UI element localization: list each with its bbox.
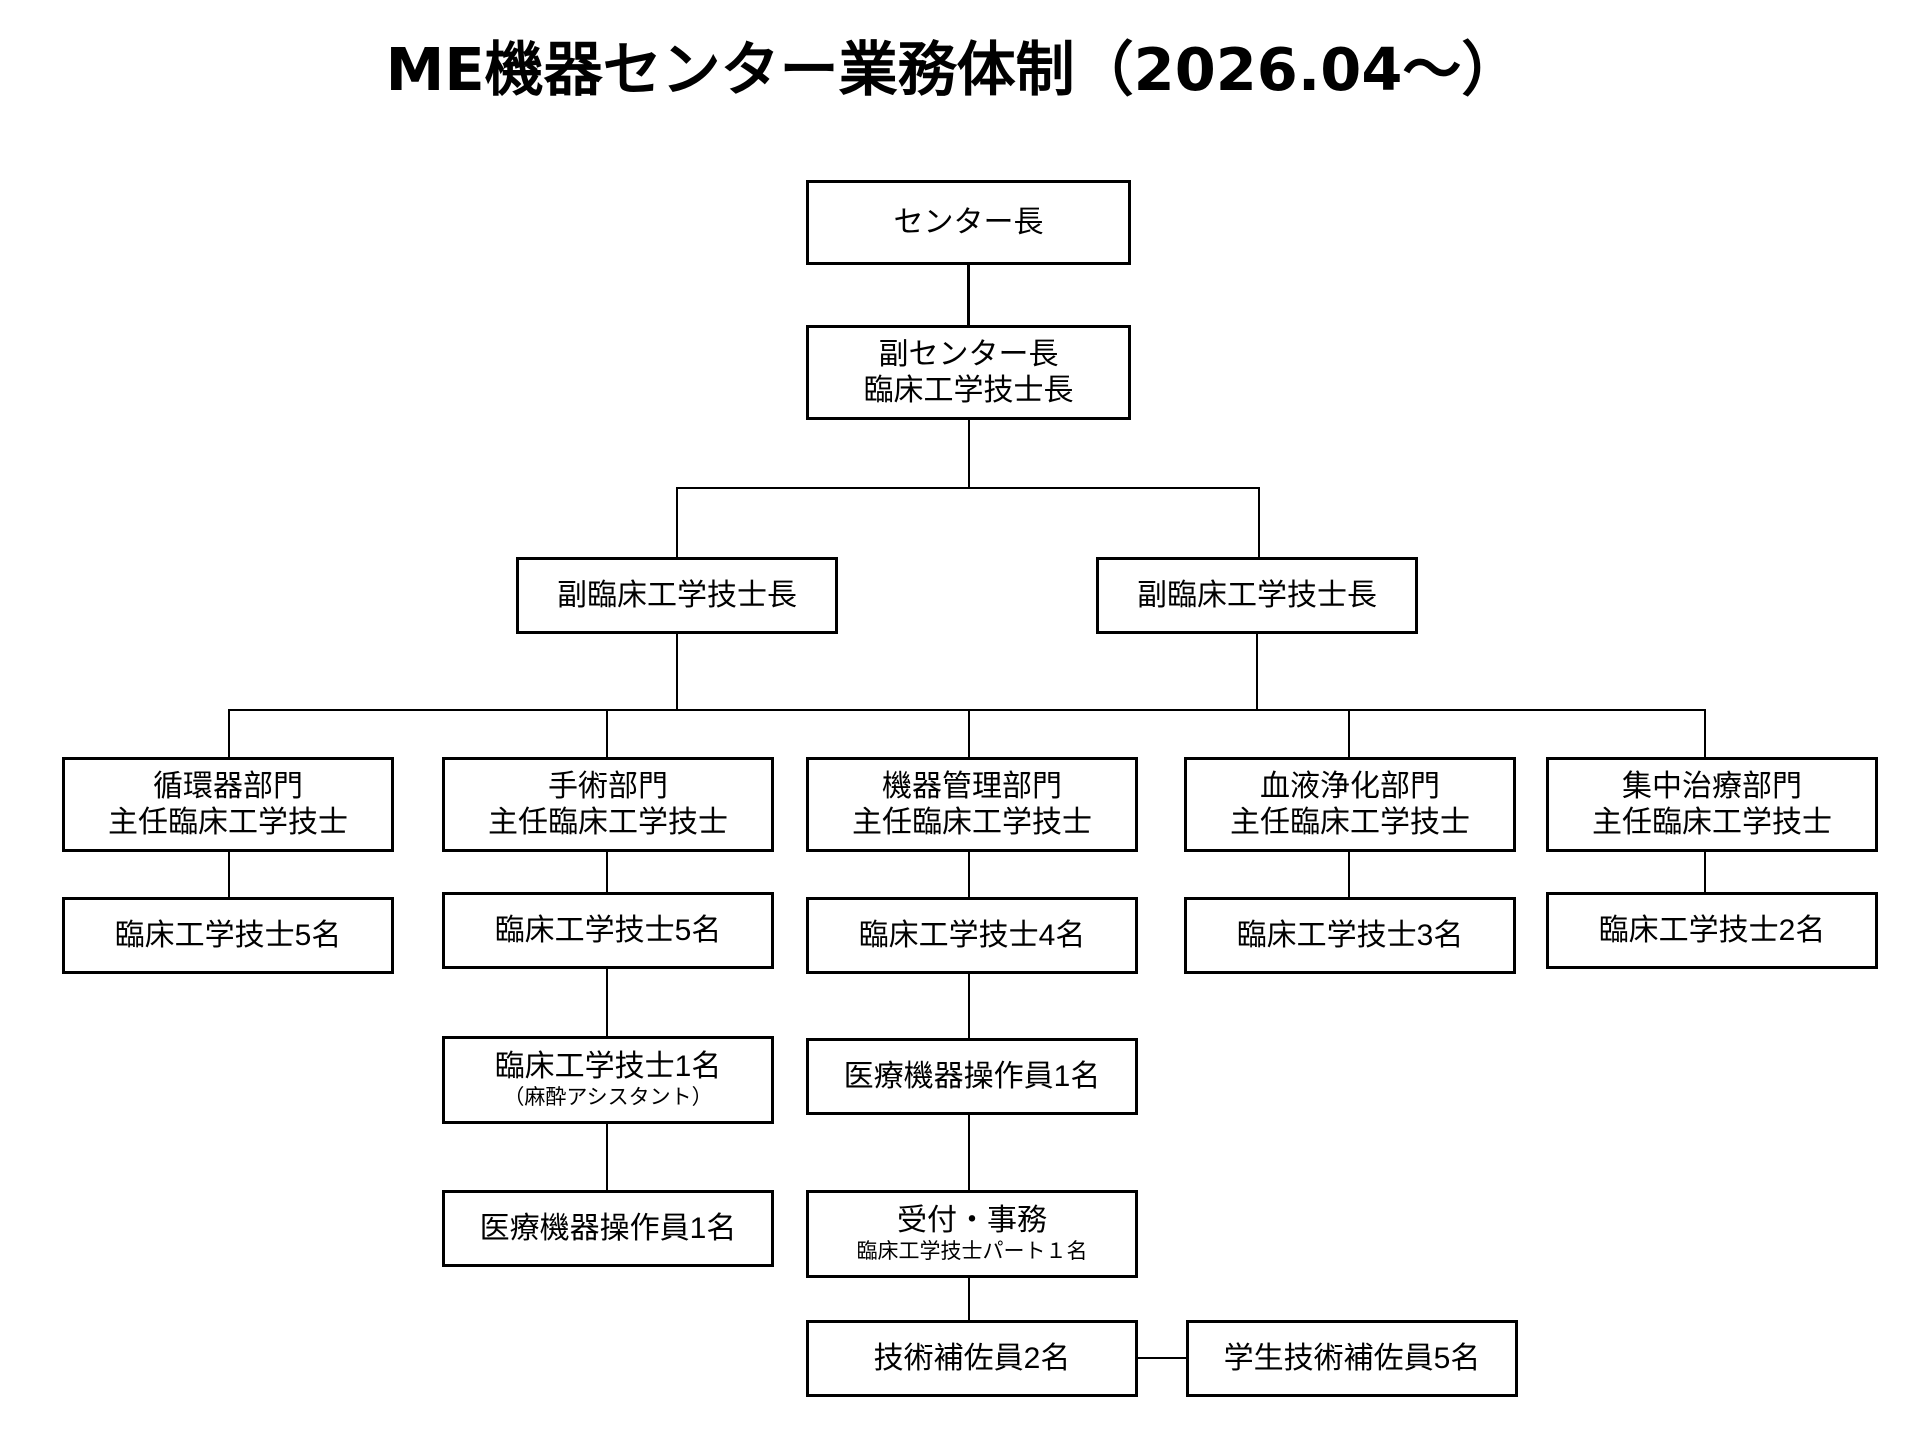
node-dept-cardio-role: 主任臨床工学技士 xyxy=(108,805,348,839)
node-dept-cardio[interactable]: 循環器部門 主任臨床工学技士 xyxy=(62,757,394,852)
connector-deputy-chief-left-down xyxy=(676,634,678,710)
connector-surgery-staff-1-to-2 xyxy=(606,969,608,1036)
node-deputy-director[interactable]: 副センター長 臨床工学技士長 xyxy=(806,325,1131,420)
node-dept-dialysis[interactable]: 血液浄化部門 主任臨床工学技士 xyxy=(1184,757,1516,852)
node-icu-staff-1-label: 臨床工学技士2名 xyxy=(1598,913,1826,947)
connector-equipment-staff-2-to-3 xyxy=(968,1115,970,1190)
node-dept-dialysis-name: 血液浄化部門 xyxy=(1260,770,1440,804)
connector-deputy-split-bar xyxy=(676,487,1260,489)
connector-surgery-staff-2-to-3 xyxy=(606,1124,608,1190)
node-surgery-staff-2[interactable]: 臨床工学技士1名 （麻酔アシスタント） xyxy=(442,1036,774,1124)
node-center-director-label: センター長 xyxy=(893,205,1044,239)
connector-deputy-chief-right-down xyxy=(1256,634,1258,710)
node-dialysis-staff-1[interactable]: 臨床工学技士3名 xyxy=(1184,897,1516,974)
connector-equipment-staff-1-to-2 xyxy=(968,974,970,1038)
node-dept-icu-name: 集中治療部門 xyxy=(1622,770,1802,804)
node-equipment-staff-2[interactable]: 医療機器操作員1名 xyxy=(806,1038,1138,1115)
node-deputy-chief-right-label: 副臨床工学技士長 xyxy=(1137,578,1377,612)
node-equipment-staff-1-label: 臨床工学技士4名 xyxy=(858,918,1086,952)
node-dept-icu[interactable]: 集中治療部門 主任臨床工学技士 xyxy=(1546,757,1878,852)
node-surgery-staff-3-label: 医療機器操作員1名 xyxy=(479,1211,737,1245)
node-deputy-director-line1: 副センター長 xyxy=(878,338,1059,372)
connector-dialysis-to-staff-1 xyxy=(1348,852,1350,897)
connector-assistants-to-students xyxy=(1138,1357,1186,1359)
node-equipment-staff-3-label: 受付・事務 xyxy=(897,1204,1047,1238)
connector-icu-to-staff-1 xyxy=(1704,852,1706,892)
node-student-assistants-label: 学生技術補佐員5名 xyxy=(1223,1341,1481,1375)
node-surgery-staff-2-sub: （麻酔アシスタント） xyxy=(503,1085,713,1109)
node-deputy-director-line2: 臨床工学技士長 xyxy=(863,373,1074,407)
node-cardio-staff-1-label: 臨床工学技士5名 xyxy=(114,918,342,952)
node-dept-icu-role: 主任臨床工学技士 xyxy=(1592,805,1832,839)
node-dept-surgery[interactable]: 手術部門 主任臨床工学技士 xyxy=(442,757,774,852)
node-deputy-chief-left[interactable]: 副臨床工学技士長 xyxy=(516,557,838,634)
node-dept-equipment[interactable]: 機器管理部門 主任臨床工学技士 xyxy=(806,757,1138,852)
connector-drop-dept-icu xyxy=(1704,709,1706,757)
connector-to-deputy-chief-right xyxy=(1258,487,1260,567)
connector-drop-dept-cardio xyxy=(228,709,230,757)
page-title: ME機器センター業務体制（2026.04〜） xyxy=(385,35,1521,104)
node-surgery-staff-3[interactable]: 医療機器操作員1名 xyxy=(442,1190,774,1267)
node-equipment-staff-2-label: 医療機器操作員1名 xyxy=(843,1059,1101,1093)
node-center-director[interactable]: センター長 xyxy=(806,180,1131,265)
node-dept-cardio-name: 循環器部門 xyxy=(153,770,303,804)
node-dept-surgery-role: 主任臨床工学技士 xyxy=(488,805,728,839)
node-deputy-chief-left-label: 副臨床工学技士長 xyxy=(557,578,797,612)
node-dept-equipment-role: 主任臨床工学技士 xyxy=(852,805,1092,839)
node-equipment-staff-3-sub: 臨床工学技士パート１名 xyxy=(856,1239,1088,1263)
connector-equipment-to-staff-1 xyxy=(968,852,970,897)
connector-deputy-down xyxy=(968,420,970,488)
node-equipment-staff-4-label: 技術補佐員2名 xyxy=(873,1341,1071,1375)
node-dept-equipment-name: 機器管理部門 xyxy=(882,770,1062,804)
connector-department-bus xyxy=(228,709,1704,711)
node-deputy-chief-right[interactable]: 副臨床工学技士長 xyxy=(1096,557,1418,634)
node-equipment-staff-3[interactable]: 受付・事務 臨床工学技士パート１名 xyxy=(806,1190,1138,1278)
connector-equipment-staff-3-to-4 xyxy=(968,1278,970,1320)
node-dept-surgery-name: 手術部門 xyxy=(548,770,668,804)
node-student-assistants[interactable]: 学生技術補佐員5名 xyxy=(1186,1320,1518,1397)
node-dept-dialysis-role: 主任臨床工学技士 xyxy=(1230,805,1470,839)
node-icu-staff-1[interactable]: 臨床工学技士2名 xyxy=(1546,892,1878,969)
connector-to-deputy-chief-left xyxy=(676,487,678,567)
connector-drop-dept-surgery xyxy=(606,709,608,757)
node-equipment-staff-1[interactable]: 臨床工学技士4名 xyxy=(806,897,1138,974)
connector-surgery-to-staff-1 xyxy=(606,852,608,892)
connector-cardio-to-staff-1 xyxy=(228,852,230,897)
node-surgery-staff-2-label: 臨床工学技士1名 xyxy=(494,1050,722,1084)
node-surgery-staff-1[interactable]: 臨床工学技士5名 xyxy=(442,892,774,969)
connector-drop-dept-dialysis xyxy=(1348,709,1350,757)
connector-drop-dept-equipment xyxy=(968,709,970,757)
connector-center-to-deputy xyxy=(967,265,970,325)
node-surgery-staff-1-label: 臨床工学技士5名 xyxy=(494,913,722,947)
node-cardio-staff-1[interactable]: 臨床工学技士5名 xyxy=(62,897,394,974)
node-equipment-staff-4[interactable]: 技術補佐員2名 xyxy=(806,1320,1138,1397)
node-dialysis-staff-1-label: 臨床工学技士3名 xyxy=(1236,918,1464,952)
